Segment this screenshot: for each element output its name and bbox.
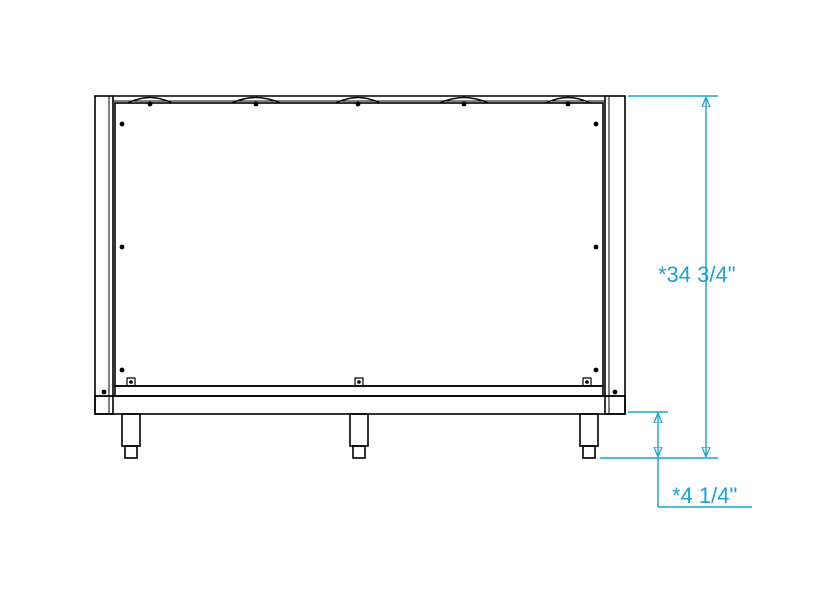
- dimension-overall-height: [600, 95, 718, 459]
- panel-screws: [101, 101, 618, 395]
- equipment-outline: [94, 95, 626, 459]
- base-rail: [114, 385, 604, 397]
- panel-scallops: [127, 96, 591, 104]
- leg-center: [349, 413, 369, 459]
- front-panel: [114, 102, 604, 387]
- leg-left: [121, 413, 141, 459]
- left-side-post: [94, 95, 114, 415]
- bottom-frame: [94, 395, 626, 415]
- base-bolts: [126, 377, 592, 387]
- leg-height-label: *4 1/4": [672, 483, 737, 508]
- overall-height-label: *34 3/4": [658, 262, 736, 287]
- dimension-leg-height: [628, 411, 752, 508]
- leg-right: [579, 413, 599, 459]
- right-side-post: [604, 95, 626, 415]
